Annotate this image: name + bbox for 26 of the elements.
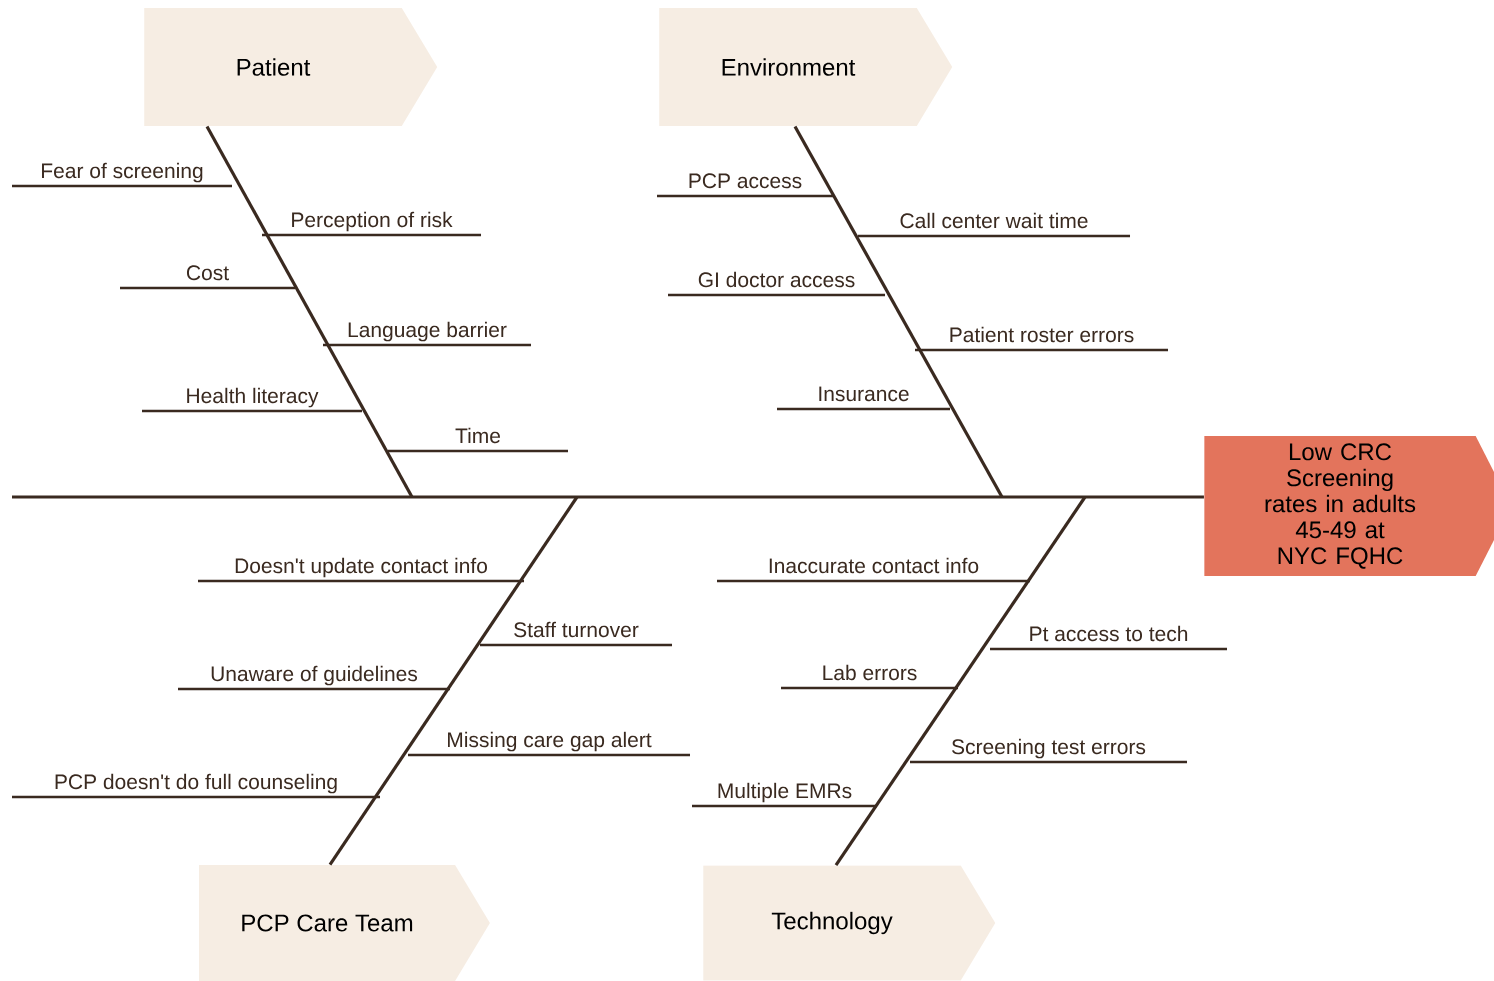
cause-label: Missing care gap alert <box>448 731 652 752</box>
cause-label: Screening test errors <box>952 738 1146 759</box>
cause-label: Cost <box>187 265 229 281</box>
fishbone-bone <box>793 125 1004 498</box>
cause-label: Patient roster errors <box>950 326 1134 343</box>
cause-label: Call center wait time <box>900 212 1088 229</box>
cause-label: Health literacy <box>187 387 319 408</box>
cause-label: Language barrier <box>348 321 507 342</box>
cause-label: Time <box>455 427 500 444</box>
cause-label: Multiple EMRs <box>718 782 852 803</box>
cause-label: Staff turnover <box>514 621 639 638</box>
fishbone-spine <box>12 495 1204 499</box>
cause-label: Pt access to tech <box>1030 625 1188 642</box>
fishbone-bone <box>205 125 414 498</box>
cause-label: PCP doesn't do full counseling <box>55 773 337 794</box>
cause-label: PCP access <box>689 173 802 189</box>
cause-label: Inaccurate contact info <box>769 557 979 574</box>
cause-label: Doesn't update contact info <box>235 557 487 578</box>
fishbone-bone <box>834 496 1087 866</box>
fishbone-bone <box>328 496 579 866</box>
cause-label: GI doctor access <box>698 271 855 288</box>
cause-label: Lab errors <box>823 664 917 681</box>
cause-label: Fear of screening <box>42 162 203 183</box>
cause-label: Unaware of guidelines <box>211 665 418 686</box>
cause-label: Perception of risk <box>292 211 453 232</box>
cause-label: Insurance <box>819 386 909 402</box>
